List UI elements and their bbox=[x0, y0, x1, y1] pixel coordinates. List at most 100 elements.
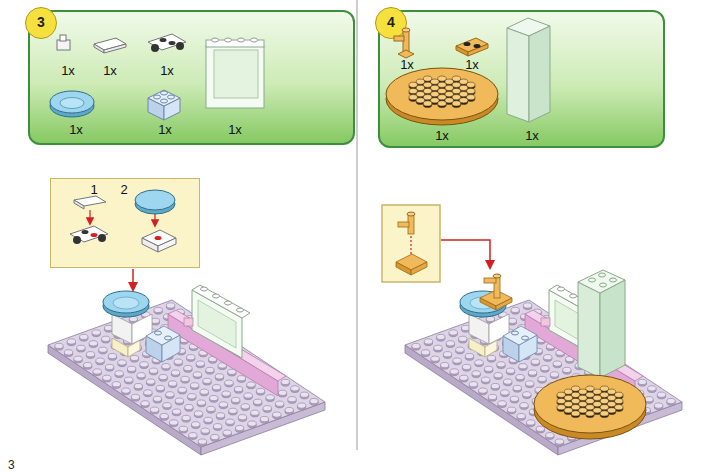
stud bbox=[77, 345, 85, 350]
stud bbox=[64, 350, 72, 355]
stud bbox=[600, 405, 608, 410]
stud bbox=[579, 402, 587, 407]
stud bbox=[285, 407, 293, 412]
stud bbox=[615, 405, 623, 410]
stud bbox=[513, 385, 521, 390]
stud bbox=[178, 387, 186, 392]
stud bbox=[487, 355, 495, 360]
stud bbox=[423, 102, 431, 107]
stud bbox=[519, 364, 527, 369]
stud bbox=[438, 95, 446, 100]
stud bbox=[531, 359, 539, 364]
stud bbox=[163, 403, 171, 408]
stud bbox=[149, 368, 157, 373]
stud bbox=[511, 307, 519, 312]
stud bbox=[232, 397, 240, 402]
stud bbox=[297, 403, 305, 408]
stud bbox=[456, 347, 464, 352]
stud bbox=[571, 405, 579, 410]
stud bbox=[459, 87, 467, 92]
stud bbox=[92, 330, 100, 335]
stud bbox=[571, 386, 579, 391]
step-number-text: 3 bbox=[26, 8, 56, 37]
stud bbox=[431, 87, 439, 92]
stud bbox=[431, 99, 439, 104]
stud bbox=[409, 96, 417, 101]
stud bbox=[160, 413, 168, 418]
stud bbox=[226, 419, 234, 424]
stud bbox=[541, 365, 549, 370]
stud bbox=[104, 325, 112, 330]
stud bbox=[162, 364, 170, 369]
stud bbox=[204, 417, 212, 422]
stud bbox=[83, 362, 91, 367]
stud bbox=[416, 85, 424, 90]
stud bbox=[93, 369, 101, 374]
stud bbox=[564, 402, 572, 407]
stud bbox=[193, 372, 201, 377]
stud bbox=[607, 395, 615, 400]
stud bbox=[593, 389, 601, 394]
stud bbox=[452, 96, 460, 101]
stud bbox=[423, 101, 431, 106]
stud bbox=[438, 102, 446, 107]
stud bbox=[564, 408, 572, 413]
stud bbox=[141, 401, 149, 406]
stud bbox=[416, 81, 424, 86]
stud bbox=[467, 96, 475, 101]
stud bbox=[482, 377, 490, 382]
stud bbox=[452, 102, 460, 107]
stud bbox=[182, 415, 190, 420]
stud bbox=[449, 330, 457, 335]
stud bbox=[557, 392, 565, 397]
stud bbox=[423, 88, 431, 93]
stud bbox=[564, 395, 572, 400]
stud bbox=[446, 341, 454, 346]
stud bbox=[416, 99, 424, 104]
stud bbox=[445, 87, 453, 92]
stud bbox=[153, 396, 161, 401]
stud bbox=[260, 416, 268, 421]
stud bbox=[600, 398, 608, 403]
stud bbox=[191, 422, 199, 427]
stud bbox=[416, 79, 424, 84]
stud bbox=[170, 420, 178, 425]
stud bbox=[557, 405, 565, 410]
stud bbox=[266, 395, 274, 400]
stud bbox=[229, 408, 237, 413]
stud bbox=[564, 408, 572, 413]
stud bbox=[527, 420, 535, 425]
stud bbox=[571, 398, 579, 403]
stud bbox=[507, 407, 515, 412]
stud bbox=[452, 82, 460, 87]
stud bbox=[185, 404, 193, 409]
stud bbox=[440, 362, 448, 367]
part-count: 1x bbox=[525, 128, 539, 143]
stud bbox=[431, 81, 439, 86]
stud bbox=[667, 398, 675, 403]
stud bbox=[424, 339, 432, 344]
stud bbox=[127, 366, 135, 371]
stud bbox=[497, 362, 505, 367]
stud bbox=[553, 361, 561, 366]
stud bbox=[600, 392, 608, 397]
stud bbox=[516, 374, 524, 379]
stud bbox=[445, 81, 453, 86]
stud bbox=[215, 374, 223, 379]
stud bbox=[467, 90, 475, 95]
stud bbox=[179, 426, 187, 431]
stud bbox=[536, 426, 544, 431]
stud bbox=[467, 84, 475, 89]
stud bbox=[431, 79, 439, 84]
stud bbox=[586, 405, 594, 410]
stud bbox=[488, 394, 496, 399]
stud bbox=[438, 101, 446, 106]
page-number: 3 bbox=[8, 458, 15, 472]
stud bbox=[546, 433, 554, 438]
stud bbox=[416, 92, 424, 97]
stud bbox=[459, 81, 467, 86]
stud bbox=[423, 78, 431, 83]
stud bbox=[452, 76, 460, 81]
stud bbox=[452, 84, 460, 89]
